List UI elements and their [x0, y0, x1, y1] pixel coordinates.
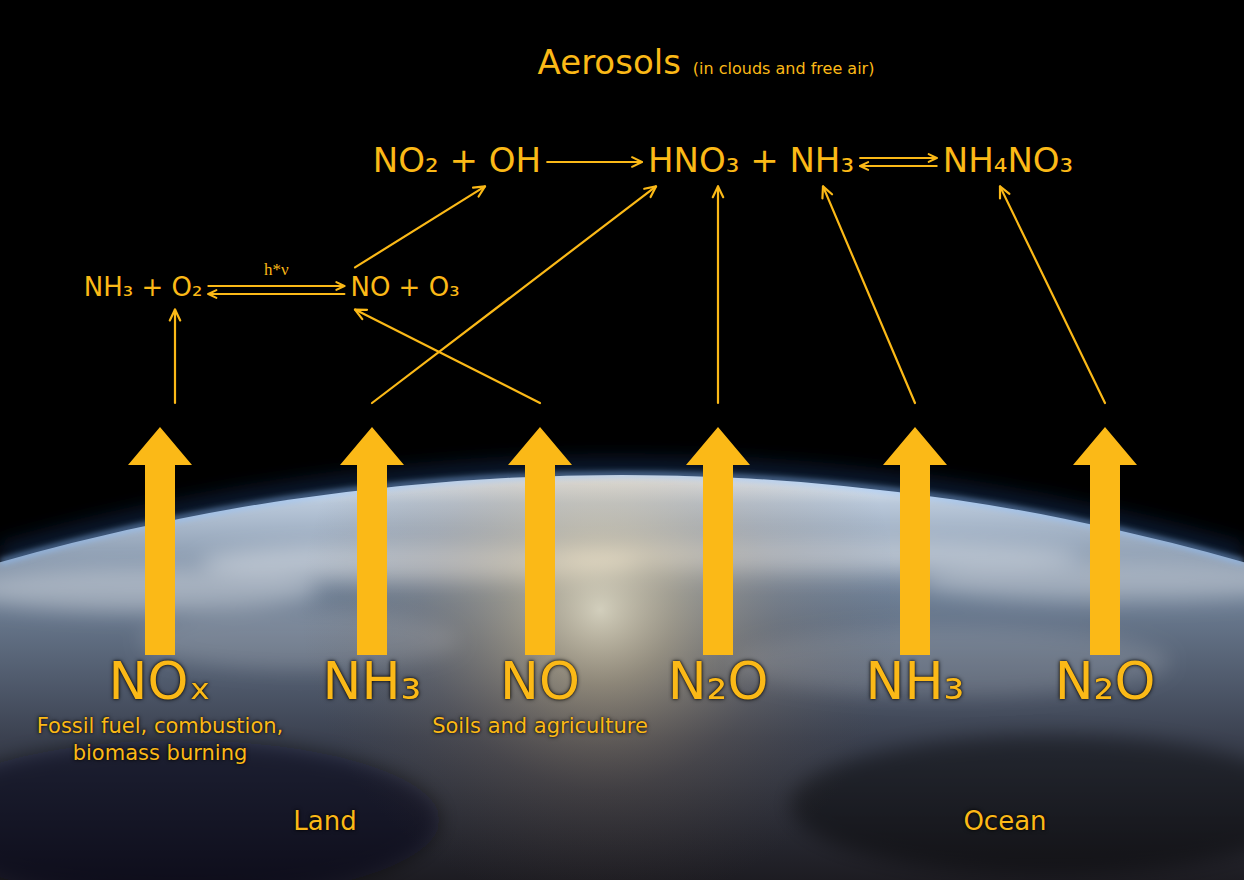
connector-stroke	[823, 186, 915, 403]
connector-stroke	[713, 186, 723, 197]
connector-stroke	[632, 157, 642, 167]
earth-surface	[0, 400, 1244, 880]
connector-stroke	[547, 161, 642, 163]
connector-stroke	[208, 290, 216, 298]
connector-stroke	[336, 282, 344, 290]
source-caption: Fossil fuel, combustion, biomass burning	[10, 713, 310, 768]
reaction-species: NH₄NO₃	[943, 140, 1073, 181]
connector-stroke	[860, 165, 937, 167]
emission-source: N₂O	[1055, 408, 1156, 707]
flux-arrow	[822, 186, 915, 403]
atmosphere-rim	[0, 475, 1244, 562]
emission-source: NOₓFossil fuel, combustion, biomass burn…	[10, 408, 310, 768]
source-formula: NH₃	[323, 655, 422, 707]
connector-stroke	[644, 186, 656, 197]
connector-stroke	[355, 310, 367, 320]
source-formula: NH₃	[866, 655, 965, 707]
connector-stroke	[929, 154, 937, 162]
connector-stroke	[473, 186, 485, 196]
emission-arrow-shape	[128, 427, 192, 655]
connector-stroke	[1000, 186, 1009, 198]
emission-arrow-shape	[686, 427, 750, 655]
source-formula: N₂O	[1055, 655, 1156, 707]
emission-arrow-shape	[508, 427, 572, 655]
source-formula: N₂O	[668, 655, 769, 707]
connector-stroke	[170, 310, 180, 321]
emission-source: N₂O	[668, 408, 769, 707]
connector-stroke	[355, 186, 485, 267]
title-holder: Aerosols	[538, 42, 681, 83]
flux-arrow	[170, 310, 180, 403]
label-holder: Land	[293, 806, 356, 837]
equilibrium-arrow	[860, 154, 937, 170]
flux-arrow	[713, 186, 723, 403]
emission-arrow	[337, 427, 407, 655]
species-formula: NO₂ + OH	[373, 140, 541, 181]
equilibrium-arrow	[208, 282, 344, 298]
edge-label-holder: h*ν	[264, 261, 289, 280]
flux-arrow	[1000, 186, 1105, 403]
flux-arrow	[355, 186, 485, 267]
emission-arrow	[1070, 427, 1140, 655]
label-holder: (in clouds and free air)	[693, 59, 875, 78]
flux-arrow	[355, 310, 540, 403]
diagram-title: Aerosols	[538, 42, 681, 83]
connector-stroke	[355, 310, 540, 403]
photon-label: h*ν	[264, 261, 289, 280]
source-caption: Soils and agriculture	[432, 713, 648, 740]
emission-arrow-shape	[883, 427, 947, 655]
connector-stroke	[208, 285, 344, 287]
connector-stroke	[860, 162, 868, 170]
sun-glint	[0, 400, 1244, 880]
connector-stroke	[860, 157, 937, 159]
source-formula: NO	[500, 655, 580, 707]
subtitle-note: (in clouds and free air)	[693, 59, 875, 78]
connector-stroke	[1000, 186, 1105, 403]
species-formula: NH₃ + O₂	[84, 272, 203, 303]
reaction-arrow	[547, 157, 642, 167]
species-formula: HNO₃ + NH₃	[648, 140, 854, 181]
reaction-species: HNO₃ + NH₃	[648, 140, 854, 181]
emission-arrow	[683, 427, 753, 655]
emission-arrow	[505, 427, 575, 655]
region-label: Land	[293, 806, 356, 837]
emission-source: NO Soils and agriculture	[432, 408, 648, 740]
label-holder: Ocean	[963, 806, 1046, 837]
connector-stroke	[717, 186, 719, 403]
emission-arrow-shape	[340, 427, 404, 655]
connector-stroke	[208, 293, 344, 295]
connector-stroke	[822, 186, 832, 198]
source-formula: NOₓ	[109, 655, 212, 707]
connector-stroke	[174, 310, 176, 403]
species-formula: NO + O₃	[350, 272, 459, 303]
reaction-species: NH₃ + O₂	[84, 272, 203, 303]
emission-arrow	[125, 427, 195, 655]
emission-arrow-shape	[1073, 427, 1137, 655]
reaction-species: NO + O₃	[350, 272, 459, 303]
emission-arrow	[880, 427, 950, 655]
region-label: Ocean	[963, 806, 1046, 837]
emission-source: NH₃	[866, 408, 965, 707]
reaction-species: NO₂ + OH	[373, 140, 541, 181]
species-formula: NH₄NO₃	[943, 140, 1073, 181]
emission-source: NH₃	[323, 408, 422, 707]
